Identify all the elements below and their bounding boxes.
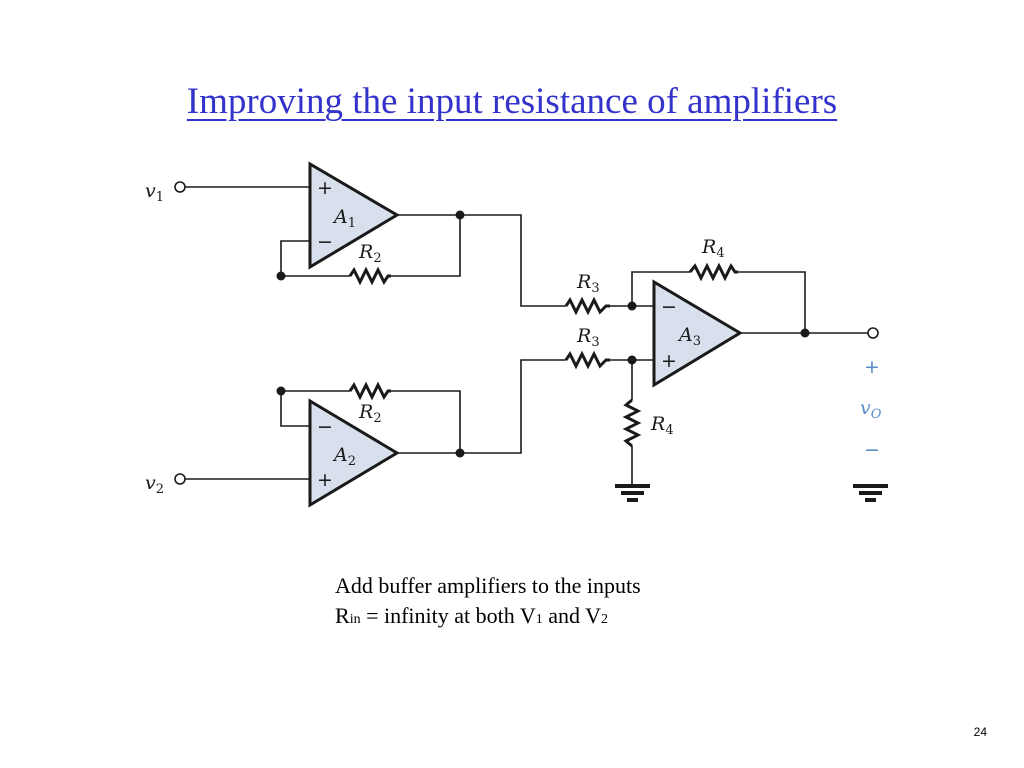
note-line-buffer: Add buffer amplifiers to the inputs (335, 573, 641, 598)
slide-title: Improving the input resistance of amplif… (186, 81, 838, 122)
resistor-r3-top (564, 296, 610, 316)
input-terminal-v1 (174, 181, 186, 193)
rin-text: = infinity at both V (360, 603, 536, 628)
resistor-r2-bottom (348, 381, 391, 401)
opamp-label-a3: A3 (677, 324, 701, 349)
output-label-vo: vO (860, 397, 882, 422)
notes: Add buffer amplifiers to the inputs Rin … (335, 571, 641, 635)
opamp-a2-plus-sign: + (317, 469, 333, 491)
v1-subscript: 1 (535, 612, 543, 627)
input-label-v2: v2 (145, 472, 164, 497)
rin-and-text: and V (542, 603, 602, 628)
rin-symbol: R (335, 603, 350, 628)
v2-subscript: 2 (601, 612, 609, 627)
resistor-label-r3-top: R3 (576, 271, 600, 296)
circuit-wires (185, 186, 869, 485)
output-plus-sign: + (864, 356, 880, 378)
resistor-label-r4-feedback: R4 (701, 236, 725, 261)
page-number: 24 (973, 725, 987, 739)
input-terminal-v2 (174, 473, 186, 485)
opamp-a1-minus-sign: − (317, 231, 333, 253)
opamp-a2 (308, 398, 400, 508)
circuit-diagram: v1 v2 A1 A2 A3 + − − + − + R2 R2 R3 R3 R… (145, 161, 888, 508)
note-line-rin: Rin = infinity at both V1 and V2 (335, 601, 641, 635)
ground-symbol-left (615, 484, 650, 502)
resistor-label-r2-top: R2 (358, 241, 382, 266)
resistor-r2-top (348, 266, 391, 286)
opamp-a2-minus-sign: − (317, 416, 333, 438)
resistor-label-r4-ground: R4 (650, 413, 674, 438)
opamp-a1 (308, 161, 400, 270)
opamp-label-a2: A2 (332, 444, 356, 469)
junction-dots (276, 210, 810, 458)
output-terminal (867, 327, 879, 339)
resistor-label-r3-bottom: R3 (576, 325, 600, 350)
input-label-v1: v1 (145, 180, 164, 205)
resistor-r3-bottom (564, 350, 610, 370)
resistor-label-r2-bottom: R2 (358, 401, 382, 426)
opamp-a3-minus-sign: − (661, 296, 677, 318)
opamp-label-a1: A1 (332, 206, 356, 231)
opamp-a1-plus-sign: + (317, 177, 333, 199)
opamp-a3-plus-sign: + (661, 350, 677, 372)
resistor-r4-feedback (688, 262, 738, 282)
output-minus-sign: − (864, 439, 880, 461)
opamp-a3 (652, 279, 743, 388)
ground-symbol-right (853, 484, 888, 502)
resistor-r4-ground (622, 398, 642, 448)
rin-subscript: in (349, 612, 361, 627)
